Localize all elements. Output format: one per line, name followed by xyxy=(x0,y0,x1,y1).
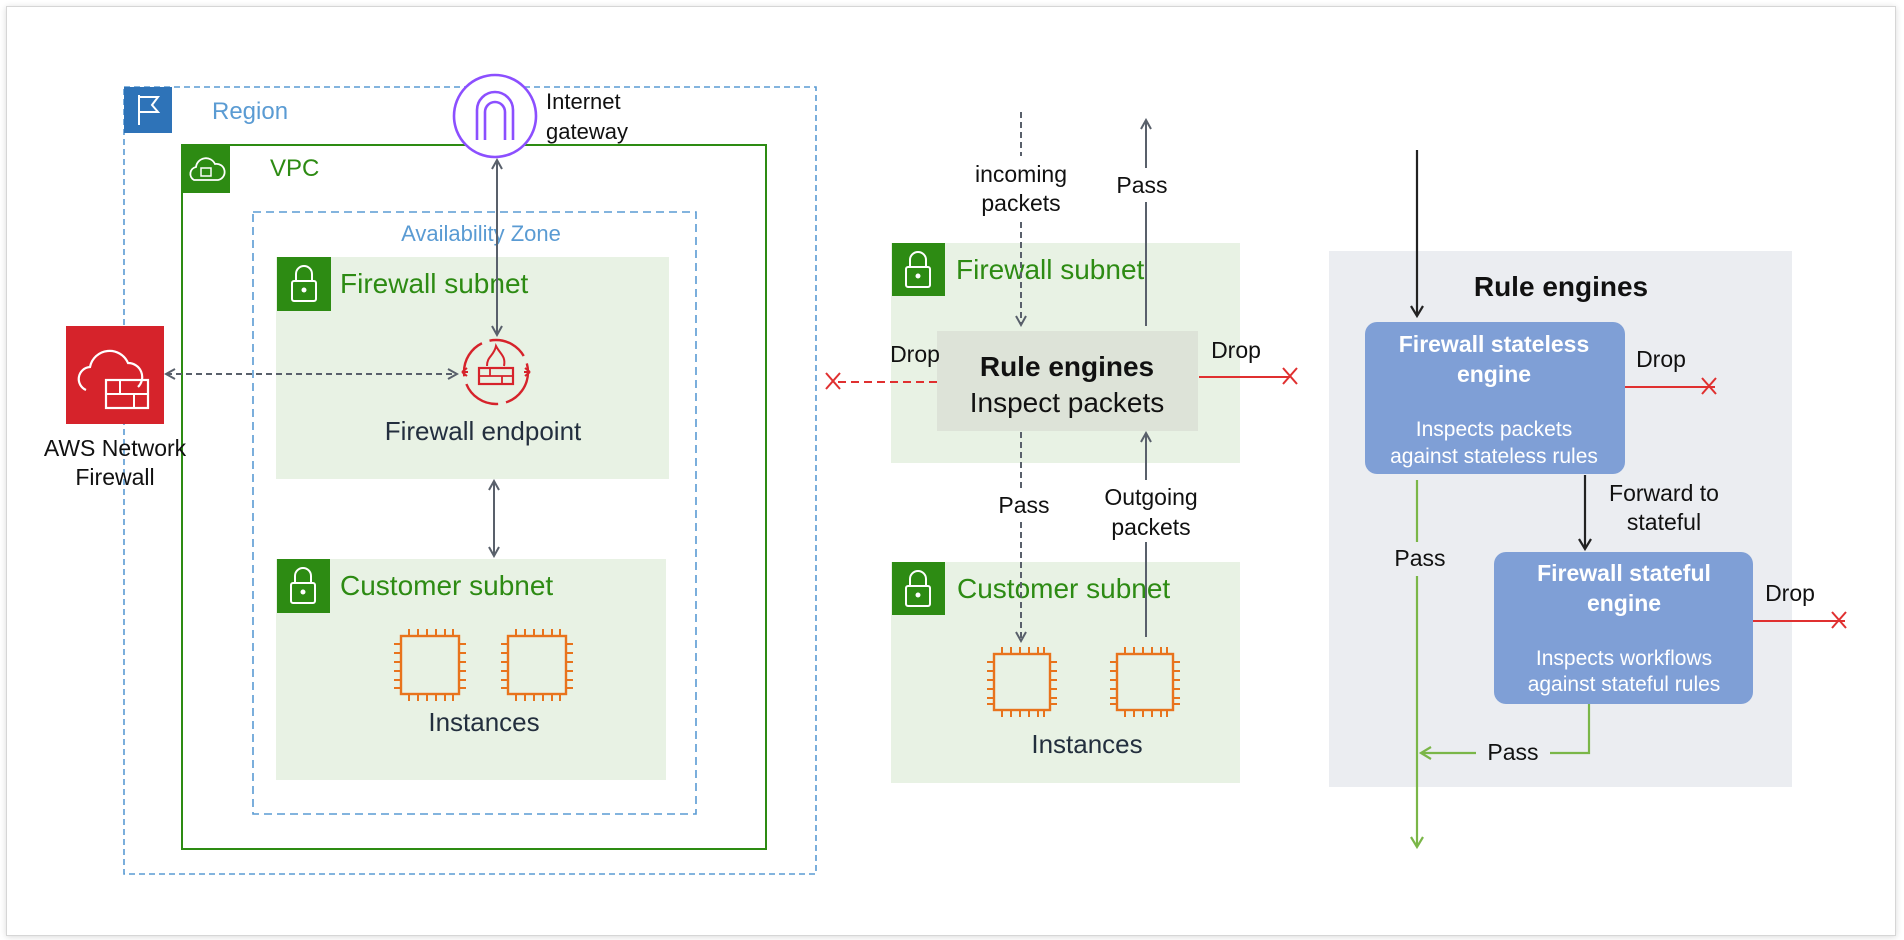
stateful-engine-title-line1: Firewall stateful xyxy=(1537,560,1711,586)
pass-top-label: Pass xyxy=(1116,172,1167,198)
stateful-engine-title-line2: engine xyxy=(1587,590,1661,616)
middle-customer-subnet-label: Customer subnet xyxy=(957,573,1170,604)
left-customer-subnet-lock-icon xyxy=(277,559,330,613)
drop-right-label: Drop xyxy=(1211,337,1261,363)
middle-rule-engines-title: Rule engines xyxy=(980,351,1154,382)
pass-bottom-label: Pass xyxy=(998,492,1049,518)
forward-label-line1: Forward to xyxy=(1609,480,1719,506)
middle-instances-label: Instances xyxy=(1031,729,1142,759)
stateless-engine-desc-line2: against stateless rules xyxy=(1390,445,1598,468)
pass-left-backdrop xyxy=(1388,542,1450,576)
firewall-endpoint-label: Firewall endpoint xyxy=(385,416,582,446)
firewall-endpoint-icon xyxy=(461,338,531,406)
stateful-drop-x-icon xyxy=(1831,611,1847,629)
outgoing-label-backdrop xyxy=(1092,480,1208,542)
middle-customer-subnet xyxy=(891,562,1240,783)
pass-bottom-right-backdrop xyxy=(1476,736,1550,770)
pass-bottom-right-label: Pass xyxy=(1487,739,1538,765)
availability-zone-box xyxy=(252,211,697,815)
region-label: Region xyxy=(212,98,288,125)
vpc-cloud-lock-icon xyxy=(182,145,230,193)
instance-chip-icon xyxy=(1110,647,1180,717)
middle-rule-engines-subtitle: Inspect packets xyxy=(970,387,1165,418)
left-firewall-subnet-lock-icon xyxy=(277,257,331,311)
stateless-engine-box xyxy=(1365,322,1625,474)
forward-label-line2: stateful xyxy=(1627,509,1701,535)
middle-rule-engines-box xyxy=(937,331,1198,431)
stateful-engine-desc-line2: against stateful rules xyxy=(1528,673,1721,696)
stateful-engine-desc-line1: Inspects workflows xyxy=(1536,647,1712,670)
middle-customer-subnet-lock-icon xyxy=(892,562,945,615)
aws-network-firewall-icon xyxy=(66,326,164,424)
igw-label-line2: gateway xyxy=(546,119,628,144)
region-flag-icon xyxy=(124,87,172,133)
pass-top-backdrop xyxy=(1112,168,1180,202)
stateless-engine-title-line2: engine xyxy=(1457,361,1531,387)
incoming-label-line1: incoming xyxy=(975,161,1067,187)
middle-firewall-subnet-lock-icon xyxy=(892,243,945,296)
pass-bottom-backdrop xyxy=(992,488,1052,522)
instance-chip-icon xyxy=(987,647,1057,717)
rule-engines-panel-title: Rule engines xyxy=(1474,271,1648,302)
incoming-label-backdrop xyxy=(962,156,1082,218)
instance-chip-icon xyxy=(501,629,573,701)
stateless-engine-desc-line1: Inspects packets xyxy=(1416,418,1572,441)
igw-label-line1: Internet xyxy=(546,89,621,114)
nfw-label-line2: Firewall xyxy=(75,464,154,490)
left-customer-subnet-label: Customer subnet xyxy=(340,570,553,601)
left-firewall-subnet-label: Firewall subnet xyxy=(340,268,529,299)
stateless-engine-title-line1: Firewall stateless xyxy=(1399,331,1590,357)
left-firewall-subnet xyxy=(276,257,669,479)
availability-zone-label: Availability Zone xyxy=(401,221,561,246)
instance-chip-icon xyxy=(394,629,466,701)
left-customer-subnet xyxy=(276,559,666,780)
drop-left-x-icon xyxy=(825,372,841,390)
internet-gateway-icon xyxy=(452,73,538,159)
vpc-label: VPC xyxy=(270,155,319,182)
middle-firewall-subnet-label: Firewall subnet xyxy=(956,254,1145,285)
incoming-label-line2: packets xyxy=(981,190,1060,216)
stateful-drop-label: Drop xyxy=(1765,580,1815,606)
drop-right-x-icon xyxy=(1282,367,1298,385)
drop-left-label: Drop xyxy=(890,341,940,367)
pass-left-label: Pass xyxy=(1394,545,1445,571)
outgoing-label-line1: Outgoing xyxy=(1104,484,1197,510)
nfw-label-line1: AWS Network xyxy=(44,435,187,461)
stateless-drop-x-icon xyxy=(1701,377,1717,395)
stateful-engine-box xyxy=(1494,552,1753,704)
stateless-drop-label: Drop xyxy=(1636,346,1686,372)
outgoing-label-line2: packets xyxy=(1111,514,1190,540)
left-instances-label: Instances xyxy=(428,707,539,737)
